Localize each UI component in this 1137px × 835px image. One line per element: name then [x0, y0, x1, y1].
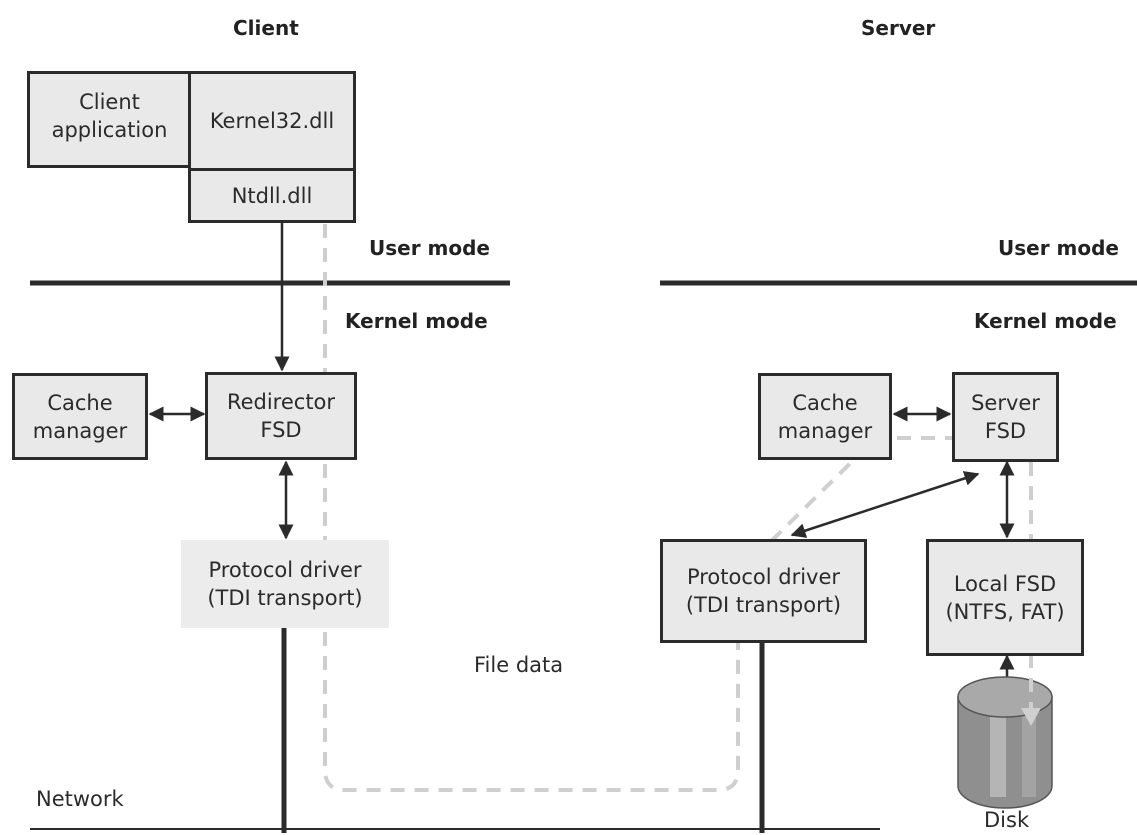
kernel32-box: Kernel32.dll	[188, 71, 356, 171]
local-fsd-box: Local FSD (NTFS, FAT)	[926, 539, 1084, 656]
file-data-arrowhead-disk	[1021, 708, 1041, 726]
redirector-label-line2: FSD	[260, 418, 302, 442]
ntdll-label: Ntdll.dll	[231, 183, 313, 208]
client-application-box: Client application	[27, 71, 192, 168]
disk-label: Disk	[984, 808, 1030, 832]
client-header: Client	[233, 16, 299, 40]
client-protocol-driver-box: Protocol driver (TDI transport)	[181, 540, 389, 628]
redirector-fsd-box: Redirector FSD	[205, 372, 357, 460]
server-cache-manager-box: Cache manager	[758, 373, 892, 460]
client-protocol-label-line1: Protocol driver	[208, 558, 362, 582]
server-cache-label-line1: Cache	[792, 390, 858, 415]
client-cache-manager-box: Cache manager	[12, 373, 148, 460]
client-application-label-line1: Client	[79, 90, 140, 114]
server-fsd-label-line2: FSD	[984, 419, 1027, 443]
network-label: Network	[36, 787, 124, 811]
server-protocol-label-line2: (TDI transport)	[685, 593, 842, 617]
client-cache-label-line1: Cache	[47, 390, 113, 415]
ntdll-box: Ntdll.dll	[188, 168, 356, 223]
kernel32-label: Kernel32.dll	[209, 109, 335, 133]
redirector-label-line1: Redirector	[226, 390, 336, 414]
server-protocol-driver-box: Protocol driver (TDI transport)	[660, 539, 867, 643]
server-kernel-mode-label: Kernel mode	[974, 309, 1117, 333]
client-application-label-line2: application	[51, 118, 168, 142]
server-fsd-box: Server FSD	[952, 372, 1059, 462]
client-kernel-mode-label: Kernel mode	[345, 309, 488, 333]
server-cache-label-line2: manager	[777, 418, 873, 443]
server-fsd-label-line1: Server	[971, 391, 1040, 415]
server-header: Server	[861, 16, 936, 40]
file-data-label: File data	[474, 653, 564, 677]
server-user-mode-label: User mode	[998, 236, 1119, 260]
server-fsd-protocol-arrow	[790, 471, 980, 538]
local-fsd-label-line2: (NTFS, FAT)	[945, 599, 1065, 624]
local-fsd-label-line1: Local FSD	[953, 571, 1057, 596]
client-cache-label-line2: manager	[32, 418, 128, 443]
client-protocol-label-line2: (TDI transport)	[207, 586, 363, 610]
disk-icon	[957, 676, 1053, 809]
client-user-mode-label: User mode	[369, 236, 490, 260]
server-protocol-label-line1: Protocol driver	[686, 565, 841, 589]
